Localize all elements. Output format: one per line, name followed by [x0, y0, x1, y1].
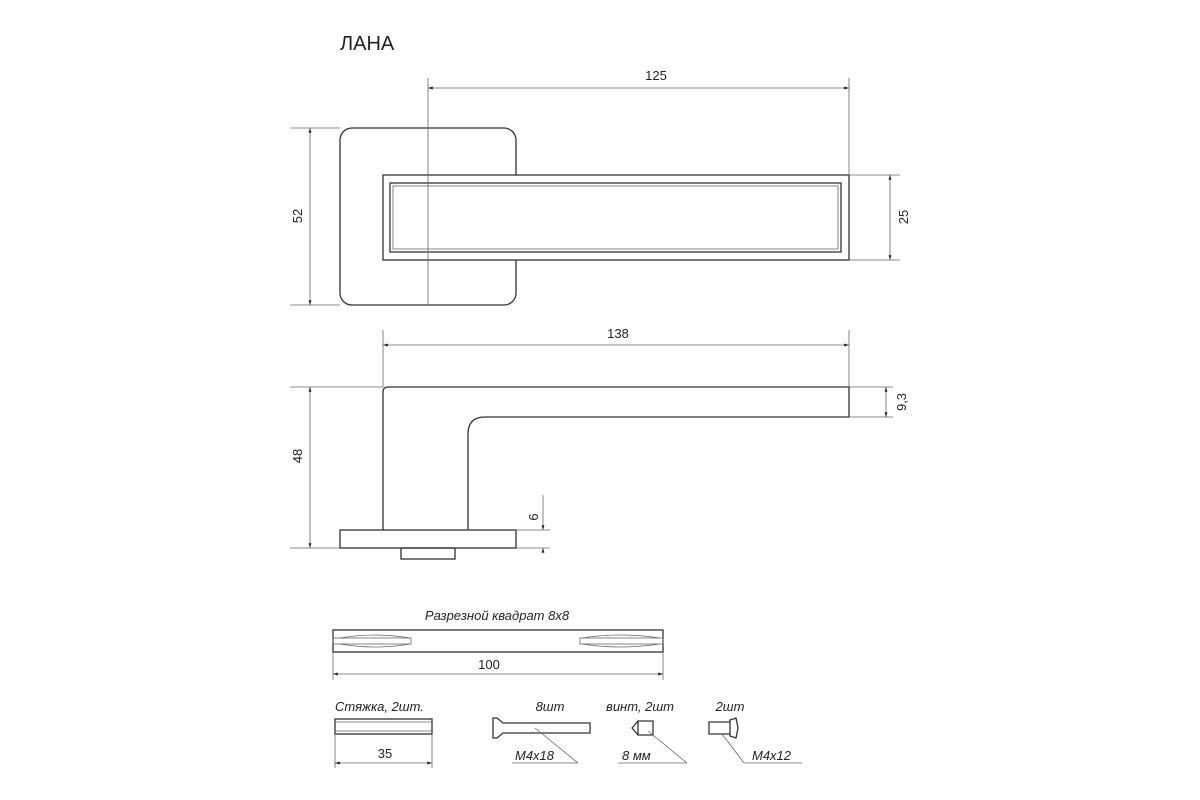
dim-48: 48 [290, 449, 305, 463]
lever-profile [382, 386, 850, 530]
dim-100: 100 [478, 657, 500, 672]
set-screw-label: винт, 2шт [606, 699, 674, 714]
tie-dim: 35 [378, 746, 392, 761]
screw-short [708, 717, 739, 739]
parts: Стяжка, 2шт. 35 8шт M4x18 винт, 2шт 8 мм… [334, 699, 802, 768]
spindle-label: Разрезной квадрат 8x8 [425, 608, 570, 623]
screw-short-qty: 2шт [715, 699, 745, 714]
rosette-base [339, 529, 517, 549]
dim-25: 25 [896, 210, 911, 224]
set-screw [631, 720, 654, 736]
set-screw-size: 8 мм [622, 748, 651, 763]
product-title: ЛАНА [340, 33, 395, 55]
side-view: 138 48 9,3 6 [290, 326, 909, 560]
split-spindle: Разрезной квадрат 8x8 100 [332, 608, 664, 680]
spindle-stub [400, 547, 456, 560]
lever-inner [389, 182, 842, 253]
screw-long [492, 717, 591, 739]
dim-52: 52 [290, 209, 305, 223]
dim-9-3: 9,3 [894, 393, 909, 411]
dim-138: 138 [607, 326, 629, 341]
screw-short-size: M4x12 [752, 748, 792, 763]
top-view: 125 52 25 [290, 68, 911, 306]
dim-6: 6 [526, 513, 541, 520]
tie-label: Стяжка, 2шт. [335, 699, 424, 714]
screw-long-qty: 8шт [536, 699, 565, 714]
tie-rod [334, 718, 433, 735]
screw-long-size: M4x18 [515, 748, 555, 763]
lever-outer [382, 174, 850, 261]
dim-125: 125 [645, 68, 667, 83]
